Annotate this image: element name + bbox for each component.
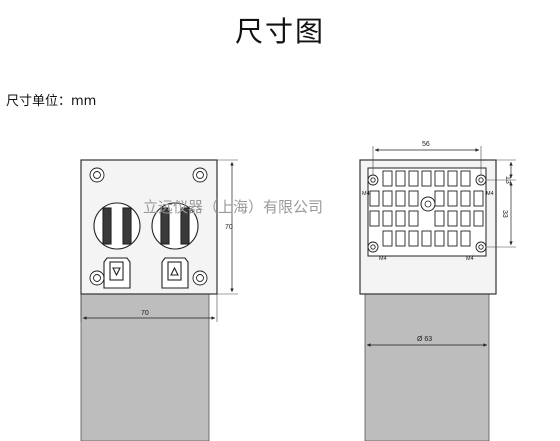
- front-width-label: 70: [141, 310, 149, 317]
- front-view: 70 70: [80, 159, 238, 441]
- thread-label-tr: M4: [486, 191, 494, 197]
- side-right-label-33: 33: [501, 210, 508, 218]
- thread-label-br: M4: [466, 256, 474, 262]
- watermark-text: 立远仪器（上海）有限公司: [143, 198, 323, 216]
- front-screws: [89, 167, 208, 286]
- side-view: M4 M4 M4 M4 56 13 33 Ø 63: [359, 141, 516, 441]
- page-title: 尺寸图: [234, 15, 325, 48]
- front-ports: [93, 202, 199, 250]
- unit-label: 尺寸单位：mm: [6, 94, 97, 109]
- side-body: [364, 276, 490, 441]
- thread-label-bl: M4: [379, 256, 387, 262]
- side-top-label: 56: [422, 141, 430, 148]
- front-height-label: 70: [225, 224, 233, 231]
- grill-cells: [369, 170, 484, 247]
- side-diameter-label: Ø 63: [417, 336, 432, 343]
- flow-markers: [103, 257, 189, 289]
- thread-label-tl: M4: [362, 191, 370, 197]
- side-right-label-13: 13: [504, 176, 511, 184]
